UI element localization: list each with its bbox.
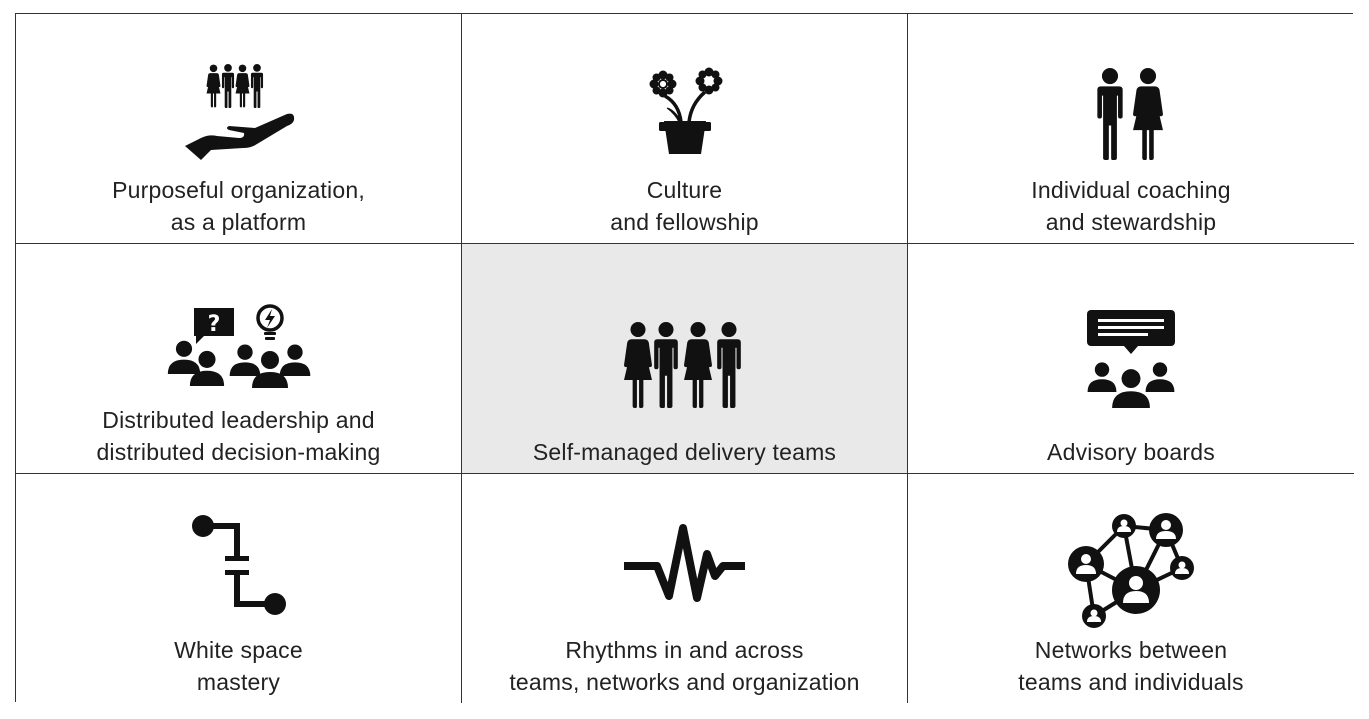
cell-label: Self-managed delivery teams [462, 436, 907, 468]
cell-distributed-leadership: ? Distributed leadership and distributed… [16, 244, 462, 474]
label-line: Individual coaching [1031, 177, 1231, 203]
team-of-four-icon [621, 322, 749, 408]
discussion-group-icon: ? [166, 302, 312, 388]
label-line: Networks between [1034, 637, 1228, 663]
label-line: teams and individuals [1018, 669, 1244, 695]
label-line: as a platform [170, 209, 307, 235]
label-line: Distributed leadership and [102, 407, 375, 433]
label-line: Self-managed delivery teams [532, 439, 837, 465]
hand-holding-people-icon [181, 64, 297, 162]
cell-label: Culture and fellowship [462, 174, 907, 238]
label-line: distributed decision-making [96, 439, 381, 465]
label-line: teams, networks and organization [509, 669, 860, 695]
flower-pot-icon [645, 58, 725, 156]
cell-advisory-boards: Advisory boards [908, 244, 1354, 474]
label-line: and stewardship [1045, 209, 1217, 235]
couple-icon [1090, 68, 1172, 160]
process-path-icon [191, 514, 287, 620]
cell-white-space-mastery: White space mastery [16, 474, 462, 703]
label-line: Rhythms in and across [565, 637, 804, 663]
label-line: and fellowship [610, 209, 759, 235]
cell-label: Networks between teams and individuals [908, 634, 1354, 698]
heartbeat-icon [623, 524, 747, 608]
cell-label: Distributed leadership and distributed d… [16, 404, 461, 468]
cell-culture: Culture and fellowship [462, 14, 908, 244]
cell-label: White space mastery [16, 634, 461, 698]
cell-rhythms: Rhythms in and across teams, networks an… [462, 474, 908, 703]
people-network-icon [1066, 510, 1196, 630]
label-line: Culture [646, 177, 723, 203]
cell-label: Purposeful organization, as a platform [16, 174, 461, 238]
label-line: mastery [196, 669, 281, 695]
cell-individual-coaching: Individual coaching and stewardship [908, 14, 1354, 244]
cell-label: Rhythms in and across teams, networks an… [462, 634, 907, 698]
cell-networks: Networks between teams and individuals [908, 474, 1354, 703]
cell-self-managed-teams: Self-managed delivery teams [462, 244, 908, 474]
label-line: Advisory boards [1047, 439, 1215, 465]
label-line: Purposeful organization, [112, 177, 365, 203]
capabilities-grid: Purposeful organization, as a platform [15, 13, 1354, 703]
cell-label: Advisory boards [908, 436, 1354, 468]
cell-purposeful-organization: Purposeful organization, as a platform [16, 14, 462, 244]
label-line: White space [174, 637, 303, 663]
cell-label: Individual coaching and stewardship [908, 174, 1354, 238]
advisory-board-icon [1086, 310, 1176, 408]
svg-text:?: ? [207, 312, 220, 337]
